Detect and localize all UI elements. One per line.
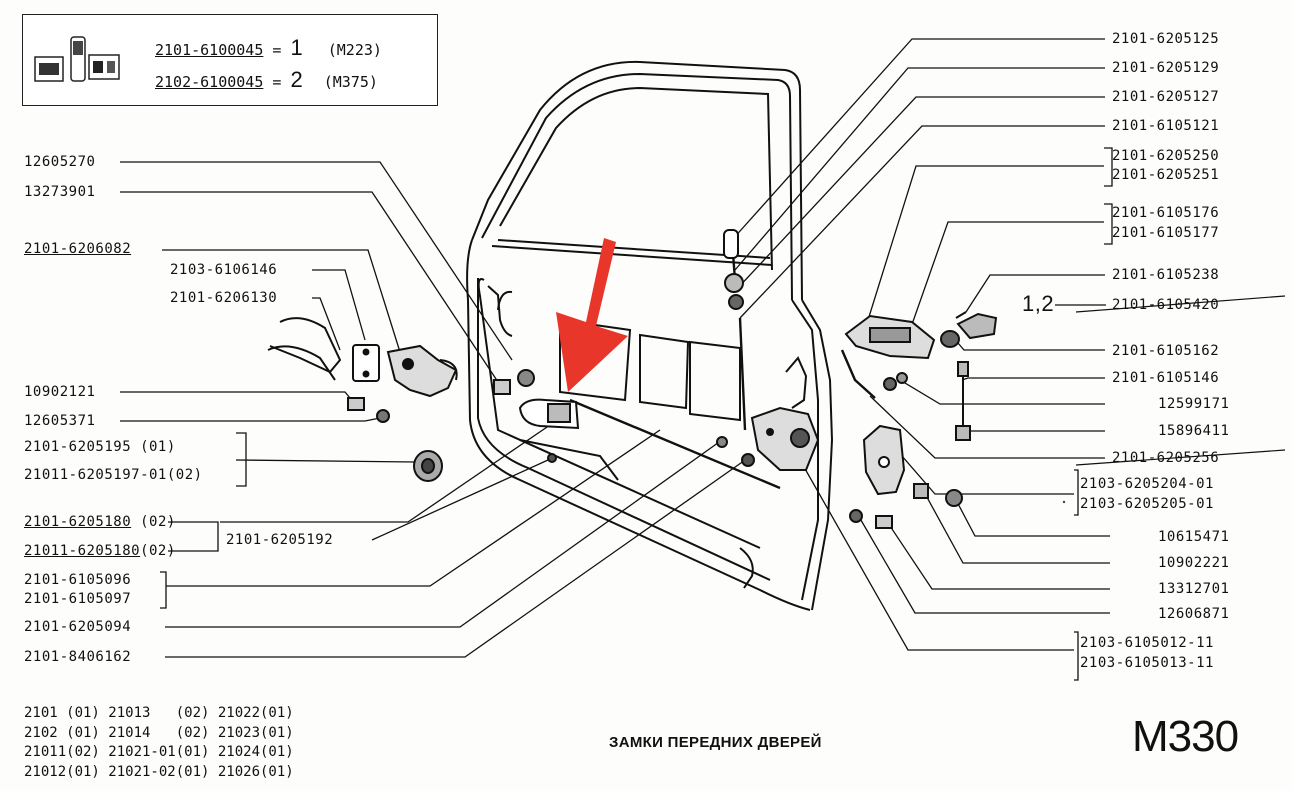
- label-2101-6205125: 2101-6205125: [1112, 31, 1220, 47]
- legend-box: 2101-6100045 = 1 (M223) 2102-6100045 = 2…: [22, 14, 438, 106]
- label-2103-6105013-11: 2103-6105013-11: [1080, 655, 1214, 671]
- page-title: ЗАМКИ ПЕРЕДНИХ ДВЕРЕЙ: [609, 734, 822, 751]
- inner-handle: [518, 398, 580, 430]
- legend-model-1: (M223): [327, 41, 382, 59]
- label-2101-6205127: 2101-6205127: [1112, 89, 1220, 105]
- label-21011-6205180-note: (02): [140, 543, 176, 559]
- label-2101-6205250: 2101-6205250: [1112, 148, 1220, 164]
- label-2101-6205195: 2101-6205195 (01): [24, 439, 176, 455]
- legend-num-2: 2: [290, 67, 303, 92]
- door-outline: [466, 60, 834, 611]
- highlight-arrow: [556, 238, 628, 392]
- label-12605270: 12605270: [24, 154, 96, 170]
- rods: [569, 239, 876, 490]
- label-21011-6205180: 21011-6205180(02): [24, 543, 176, 559]
- strike-lines: [1075, 295, 1286, 466]
- label-2101-8406162: 2101-8406162: [24, 649, 132, 665]
- label-10902221: 10902221: [1158, 555, 1230, 571]
- label-2101-6205192: 2101-6205192: [226, 532, 334, 548]
- label-2101-6205180-part: 2101-6205180: [24, 514, 132, 530]
- applicability-table: 2101 (01) 21013 (02) 21022(01) 2102 (01)…: [24, 705, 294, 780]
- label-2101-6205094: 2101-6205094: [24, 619, 132, 635]
- legend-num-1: 1: [290, 35, 303, 60]
- legend-model-2: (M375): [323, 73, 378, 91]
- label-2103-6105012-11: 2103-6105012-11: [1080, 635, 1214, 651]
- left-parts: [267, 317, 557, 482]
- label-2101-6206082: 2101-6206082: [24, 241, 132, 257]
- label-2101-6105162: 2101-6105162: [1112, 343, 1220, 359]
- legend-eq-1: =: [272, 41, 282, 59]
- page-code: M330: [1132, 712, 1239, 761]
- label-2101-6105096: 2101-6105096: [24, 572, 132, 588]
- label-2101-6205180-note: (02): [131, 514, 176, 530]
- label-13273901: 13273901: [24, 184, 96, 200]
- legend-part-2: 2102-6100045: [155, 73, 264, 91]
- leader-lines: [120, 38, 1113, 681]
- label-2101-6205129: 2101-6205129: [1112, 60, 1220, 76]
- label-note-1-2: 1,2: [1022, 291, 1055, 316]
- label-2101-6205251: 2101-6205251: [1112, 167, 1220, 183]
- label-2101-6105176: 2101-6105176: [1112, 205, 1220, 221]
- kit-illustration: [34, 36, 120, 82]
- lock-mechanism: [716, 229, 820, 471]
- label-10902121: 10902121: [24, 384, 96, 400]
- label-2101-6105420: 2101-6105420: [1112, 297, 1220, 313]
- label-21011-6205197: 21011-6205197-01(02): [24, 467, 203, 483]
- label-2101-6105121: 2101-6105121: [1112, 118, 1220, 134]
- label-12605371: 12605371: [24, 413, 96, 429]
- label-2101-6206130: 2101-6206130: [170, 290, 278, 306]
- label-13312701: 13312701: [1158, 581, 1230, 597]
- legend-eq-2: =: [272, 73, 282, 91]
- label-2101-6105177: 2101-6105177: [1112, 225, 1220, 241]
- label-15896411: 15896411: [1158, 423, 1230, 439]
- legend-part-1: 2101-6100045: [155, 41, 264, 59]
- label-2103-6205205-01: 2103-6205205-01: [1080, 496, 1214, 512]
- legend-row-1: 2101-6100045 = 1 (M223): [155, 35, 382, 61]
- label-21011-6205180-part: 21011-6205180: [24, 543, 141, 559]
- label-2101-6205256: 2101-6205256: [1112, 450, 1220, 466]
- label-2101-6105097: 2101-6105097: [24, 591, 132, 607]
- label-2103-6205204-01: 2103-6205204-01: [1080, 476, 1214, 492]
- label-2101-6205180: 2101-6205180 (02): [24, 514, 176, 530]
- label-2103-6106146: 2103-6106146: [170, 262, 278, 278]
- right-parts: [844, 311, 998, 529]
- legend-row-2: 2102-6100045 = 2 (M375): [155, 67, 378, 93]
- label-12606871: 12606871: [1158, 606, 1230, 622]
- label-10615471: 10615471: [1158, 529, 1230, 545]
- label-2101-6105146: 2101-6105146: [1112, 370, 1220, 386]
- label-2101-6105238: 2101-6105238: [1112, 267, 1220, 283]
- label-12599171: 12599171: [1158, 396, 1230, 412]
